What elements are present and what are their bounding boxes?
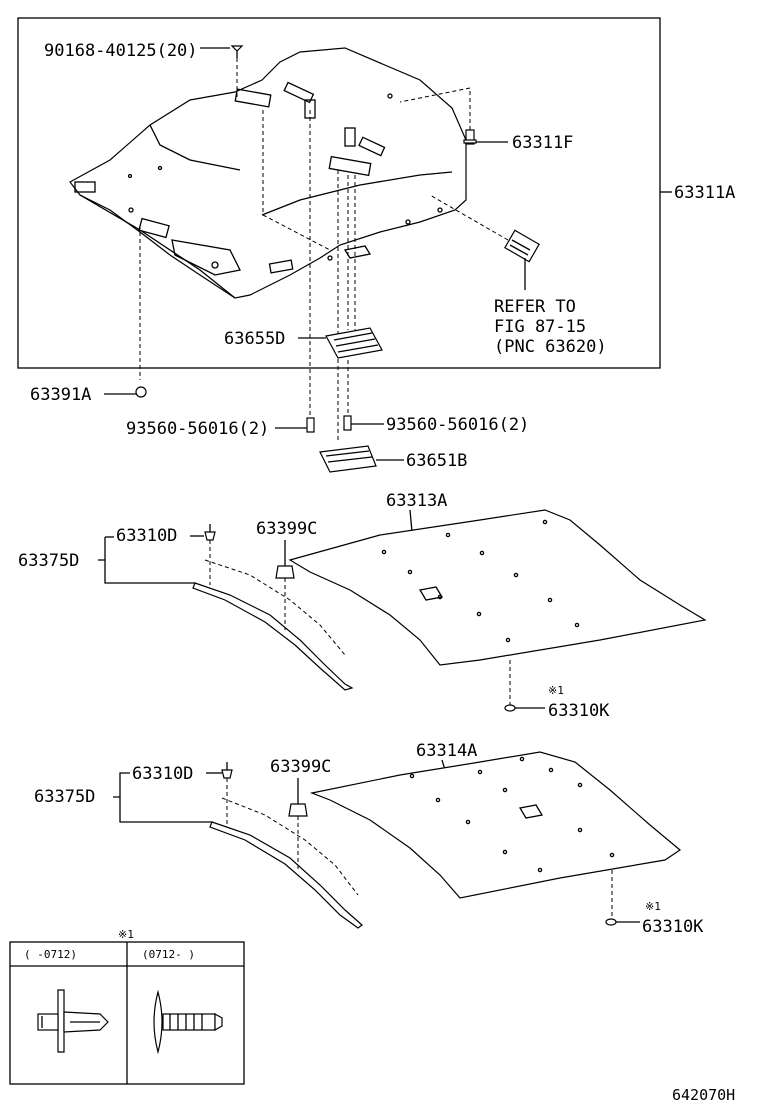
clip-63391A [104, 386, 147, 398]
label-63310D-bottom: 63310D [132, 764, 193, 784]
refer-line-3: (PNC 63620) [494, 337, 607, 357]
cover-63655D [298, 327, 383, 359]
label-93560-right: 93560-56016(2) [386, 415, 529, 435]
label-63655D: 63655D [224, 329, 285, 349]
legend-mark: ※1 [118, 928, 134, 941]
label-63310K-top: 63310K [548, 701, 610, 721]
legend-table [9, 941, 245, 1085]
mark-top: ※1 [548, 684, 564, 697]
mark-bottom: ※1 [645, 900, 661, 913]
clip-63310K-bottom [605, 918, 640, 926]
nut-63399C-top [275, 565, 295, 630]
bolt-63311F [399, 87, 508, 145]
label-63310D-top: 63310D [116, 526, 177, 546]
label-90168-40125: 90168-40125(20) [44, 41, 198, 61]
clip-old-type-drawing [37, 989, 109, 1053]
screw-93560-left [275, 417, 315, 433]
roof-headlining-63311A [69, 47, 467, 299]
refer-line-2: FIG 87-15 [494, 317, 586, 337]
clip-63310K-top [504, 704, 545, 712]
legend-left-header: ( -0712) [24, 948, 77, 961]
label-93560-left: 93560-56016(2) [126, 419, 269, 439]
label-63651B: 63651B [406, 451, 467, 471]
rail-63375D-bottom [209, 778, 363, 929]
figure-code: 642070H [672, 1086, 735, 1104]
silencer-pad-63313A [288, 509, 707, 666]
clip-90168 [200, 45, 244, 100]
label-63311F: 63311F [512, 133, 573, 153]
rail-63375D-top [192, 540, 354, 691]
clip-63310D-top [204, 524, 216, 541]
room-lamp-part [429, 194, 540, 290]
label-63311A: 63311A [674, 183, 735, 203]
label-63313A: 63313A [386, 491, 447, 511]
label-63399C-top: 63399C [256, 519, 317, 539]
silencer-pad-63314A [309, 751, 682, 899]
label-63391A: 63391A [30, 385, 91, 405]
label-63399C-bottom: 63399C [270, 757, 331, 777]
label-63375D-bottom: 63375D [34, 787, 95, 807]
cover-63651B [319, 445, 404, 473]
headliner-assembly-frame [17, 17, 661, 369]
clip-new-type-drawing [153, 989, 223, 1055]
nut-63399C-bottom [288, 803, 308, 870]
legend-right-header: (0712- ) [142, 948, 195, 961]
label-63314A: 63314A [416, 741, 477, 761]
clip-63310D-bottom [221, 762, 233, 779]
refer-line-1: REFER TO [494, 297, 576, 317]
label-63375D-top: 63375D [18, 551, 79, 571]
screw-93560-right [343, 415, 384, 431]
label-63310K-bottom: 63310K [642, 917, 704, 937]
